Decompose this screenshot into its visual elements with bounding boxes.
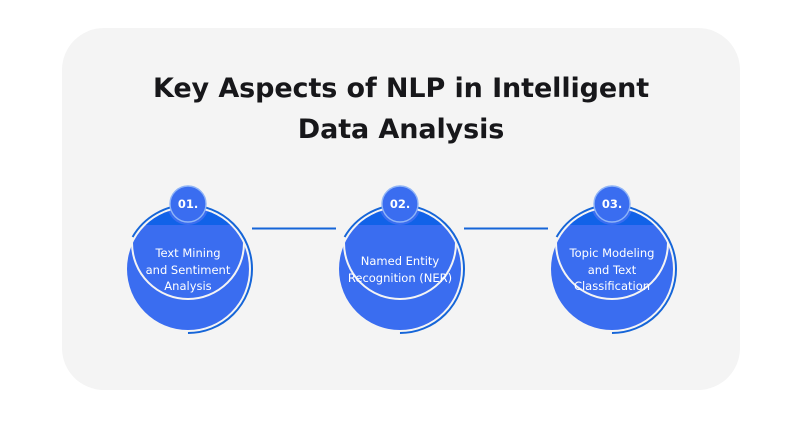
node-cap-divider-3 bbox=[555, 242, 669, 300]
node-label-3-line-1: Topic Modeling bbox=[569, 246, 655, 260]
node-label-1-line-3: Analysis bbox=[164, 279, 212, 293]
node-label-2: Named Entity Recognition (NER) bbox=[333, 253, 467, 286]
node-label-1-line-2: and Sentiment bbox=[145, 262, 231, 277]
process-node-3[interactable] bbox=[547, 185, 677, 334]
node-label-1: Text Mining and Sentiment Analysis bbox=[121, 245, 255, 295]
node-label-3-line-3: Classification bbox=[573, 279, 651, 293]
node-badge-circle-2 bbox=[381, 185, 419, 223]
page-title: Key Aspects of NLP in Intelligent Data A… bbox=[100, 68, 702, 150]
node-circle-3 bbox=[551, 208, 673, 330]
page-title-line-1: Key Aspects of NLP in Intelligent bbox=[152, 73, 650, 104]
node-badge-label-3: 03. bbox=[601, 197, 623, 211]
node-label-2-line-1: Named Entity bbox=[360, 254, 440, 268]
node-label-3-line-2: and Text bbox=[587, 262, 637, 277]
node-badge-label-2: 02. bbox=[389, 197, 411, 211]
node-cap-divider-1 bbox=[131, 242, 245, 300]
page-title-line-2: Data Analysis bbox=[297, 114, 505, 145]
node-badge-circle-1 bbox=[169, 185, 207, 223]
process-node-2[interactable] bbox=[335, 185, 465, 334]
node-label-1-line-1: Text Mining bbox=[155, 246, 221, 260]
node-circle-1 bbox=[127, 208, 249, 330]
process-node-1[interactable] bbox=[123, 185, 253, 334]
node-badge-label-1: 01. bbox=[177, 197, 199, 211]
node-label-2-line-2: Recognition (NER) bbox=[347, 270, 453, 285]
node-badge-circle-3 bbox=[593, 185, 631, 223]
node-cap-divider-2 bbox=[343, 242, 457, 300]
node-label-3: Topic Modeling and Text Classification bbox=[545, 245, 679, 295]
node-circle-2 bbox=[339, 208, 461, 330]
